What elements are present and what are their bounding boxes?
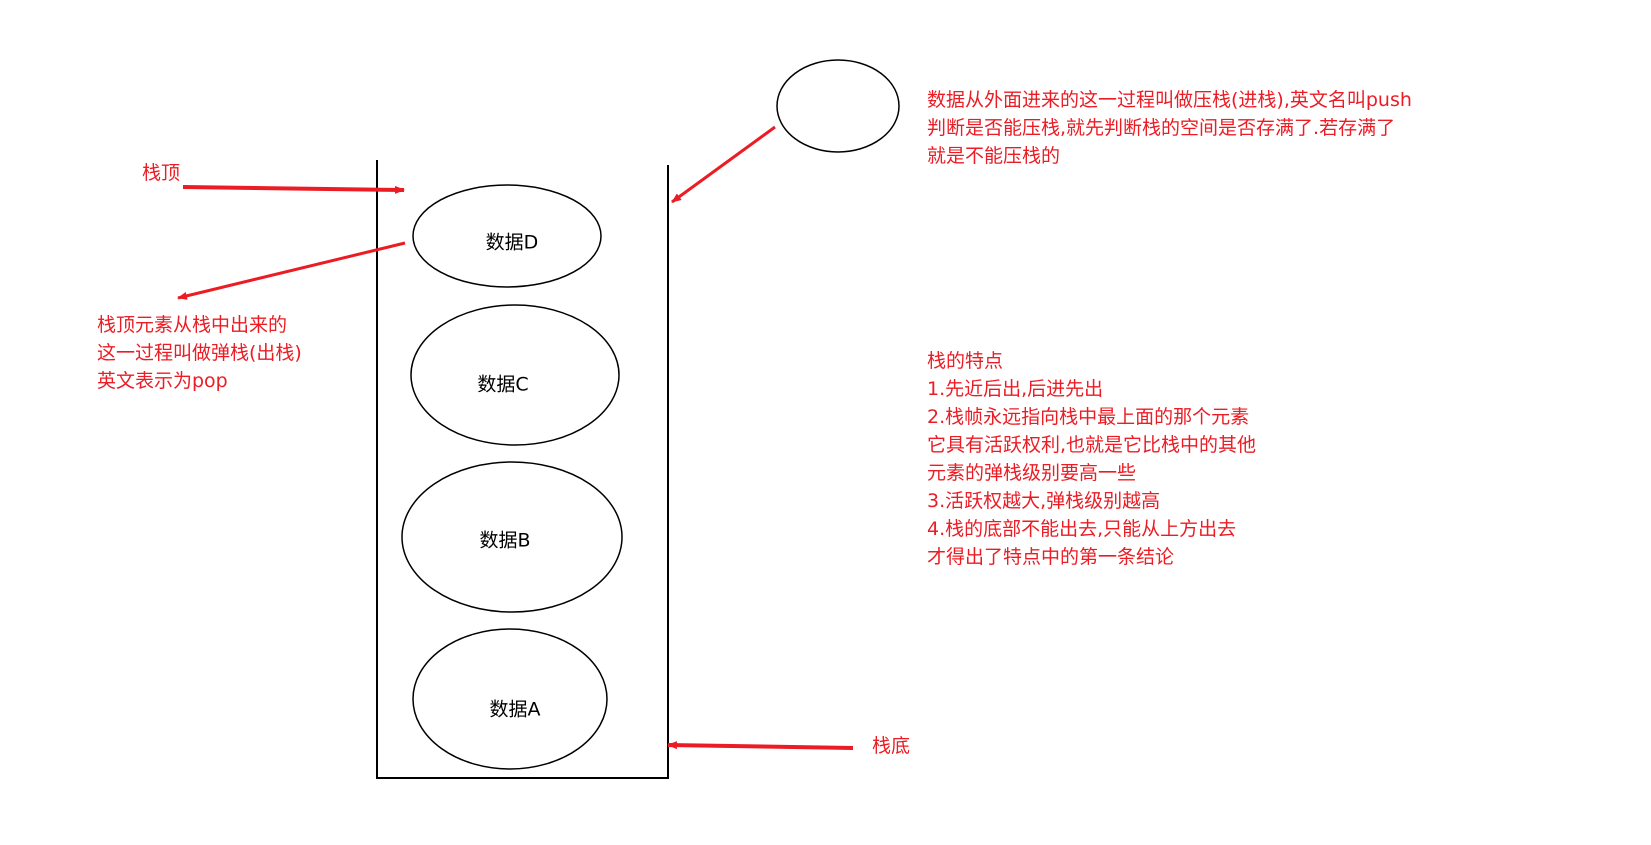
features-line: 它具有活跃权利,也就是它比栈中的其他 [927, 434, 1257, 456]
stack-container [376, 160, 669, 779]
element-a-label: 数据A [489, 698, 541, 721]
stack-bottom-arrow [667, 741, 854, 750]
element-d-shape [412, 184, 602, 288]
features-line: 1.先近后出,后进先出 [927, 378, 1104, 400]
element-b-label: 数据B [479, 529, 531, 552]
features-line: 元素的弹栈级别要高一些 [927, 462, 1137, 484]
element-d-label: 数据D [485, 231, 539, 254]
push-note: 数据从外面进来的这一过程叫做压栈(进栈),英文名叫push 判断是否能压栈,就先… [927, 86, 1412, 170]
push-note-line: 就是不能压栈的 [927, 145, 1061, 167]
features-line: 才得出了特点中的第一条结论 [927, 546, 1175, 568]
features-line: 2.栈帧永远指向栈中最上面的那个元素 [927, 406, 1250, 428]
features-line: 3.活跃权越大,弹栈级别越高 [927, 490, 1161, 512]
pop-note-line: 这一过程叫做弹栈(出栈) [97, 342, 302, 364]
incoming-element-shape [776, 59, 900, 153]
stack-bottom-label: 栈底 [872, 735, 911, 757]
element-c-label: 数据C [477, 373, 529, 396]
push-note-line: 判断是否能压栈,就先判断栈的空间是否存满了.若存满了 [927, 117, 1396, 139]
pop-arrow [177, 241, 406, 300]
push-arrow [671, 125, 776, 204]
element-b-shape [401, 461, 623, 613]
features-title: 栈的特点 [927, 350, 1004, 372]
element-a-shape [412, 628, 608, 770]
stack-top-arrow [182, 185, 405, 194]
push-note-line: 数据从外面进来的这一过程叫做压栈(进栈),英文名叫push [927, 89, 1412, 111]
features-line: 4.栈的底部不能出去,只能从上方出去 [927, 518, 1237, 540]
pop-note-line: 栈顶元素从栈中出来的 [97, 314, 288, 336]
pop-note: 栈顶元素从栈中出来的 这一过程叫做弹栈(出栈) 英文表示为pop [97, 311, 302, 395]
pop-note-line: 英文表示为pop [97, 370, 228, 392]
element-c-shape [410, 304, 620, 446]
features-note: 栈的特点 1.先近后出,后进先出 2.栈帧永远指向栈中最上面的那个元素 它具有活… [927, 347, 1256, 571]
stack-top-label: 栈顶 [142, 162, 181, 184]
